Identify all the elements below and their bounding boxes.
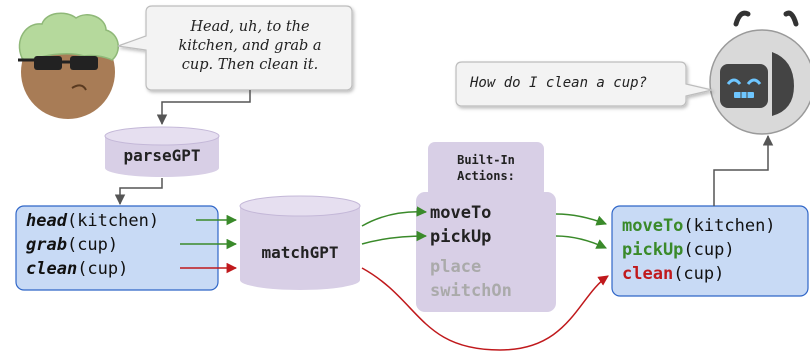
builtin-label-line-1: Built-In: [457, 153, 515, 167]
builtin-actions-box: [416, 192, 556, 312]
result-to-robot-arrow: [713, 134, 774, 206]
parsegpt-label: parseGPT: [123, 146, 201, 165]
builtin-actions-tab: [428, 142, 544, 198]
action-switchon: switchOn: [430, 281, 512, 301]
result-verb-moveto: moveTo: [622, 216, 684, 236]
matchgpt-label: matchGPT: [261, 243, 339, 262]
parsed-item-grab: grab(cup): [26, 234, 118, 256]
parsed-arg-clean: (cup): [77, 259, 129, 279]
action-place: place: [430, 257, 482, 277]
action-moveto: moveTo: [430, 203, 492, 223]
clean-bypass-arrow: [361, 267, 609, 351]
result-arg-clean: (cup): [673, 264, 725, 284]
human-speech-line-3: cup. Then clean it.: [181, 57, 319, 73]
human-speech-bubble: [117, 5, 353, 91]
result-item-clean: clean(cup): [622, 263, 724, 285]
builtin-actions-label: Built-In Actions:: [428, 152, 544, 184]
result-item-pickup: pickUp(cup): [622, 239, 735, 261]
moveto-to-result-arrow: [555, 213, 607, 226]
human-speech-line-2: kitchen, and grab a: [178, 38, 322, 54]
parsegpt-cylinder: [104, 126, 220, 177]
parse-to-box-arrow: [114, 178, 163, 206]
result-verb-pickup: pickUp: [622, 240, 684, 260]
parsed-verb-grab: grab: [26, 235, 67, 255]
result-item-moveto: moveTo(kitchen): [622, 215, 776, 237]
parsed-commands-box: [15, 205, 219, 291]
parsed-item-head: head(kitchen): [26, 210, 159, 232]
matchgpt-cylinder: [239, 195, 361, 290]
result-verb-clean: clean: [622, 264, 674, 284]
human-speech-line-1: Head, uh, to the: [190, 19, 310, 35]
robot-speech-text: How do I clean a cup?: [470, 75, 648, 91]
human-character-icon: [18, 12, 119, 119]
human-speech-text: Head, uh, to the kitchen, and grab a cup…: [150, 18, 350, 75]
robot-character-icon: [709, 10, 810, 135]
parsed-item-clean: clean(cup): [26, 258, 128, 280]
result-arg-pickup: (cup): [683, 240, 735, 260]
builtin-label-line-2: Actions:: [457, 169, 515, 183]
result-arg-moveto: (kitchen): [683, 216, 776, 236]
robot-speech-bubble: [455, 61, 713, 107]
parsed-arg-head: (kitchen): [66, 211, 160, 231]
pickup-to-result-arrow: [555, 235, 607, 249]
parsed-verb-head: head: [26, 211, 67, 231]
match-to-moveto-arrow: [361, 206, 428, 227]
bubble-to-parse-arrow: [156, 90, 251, 126]
parsed-verb-clean: clean: [26, 259, 78, 279]
parsed-arg-grab: (cup): [66, 235, 119, 255]
match-to-pickup-arrow: [361, 230, 428, 245]
action-pickup: pickUp: [430, 227, 492, 247]
result-commands-box: [611, 205, 809, 297]
